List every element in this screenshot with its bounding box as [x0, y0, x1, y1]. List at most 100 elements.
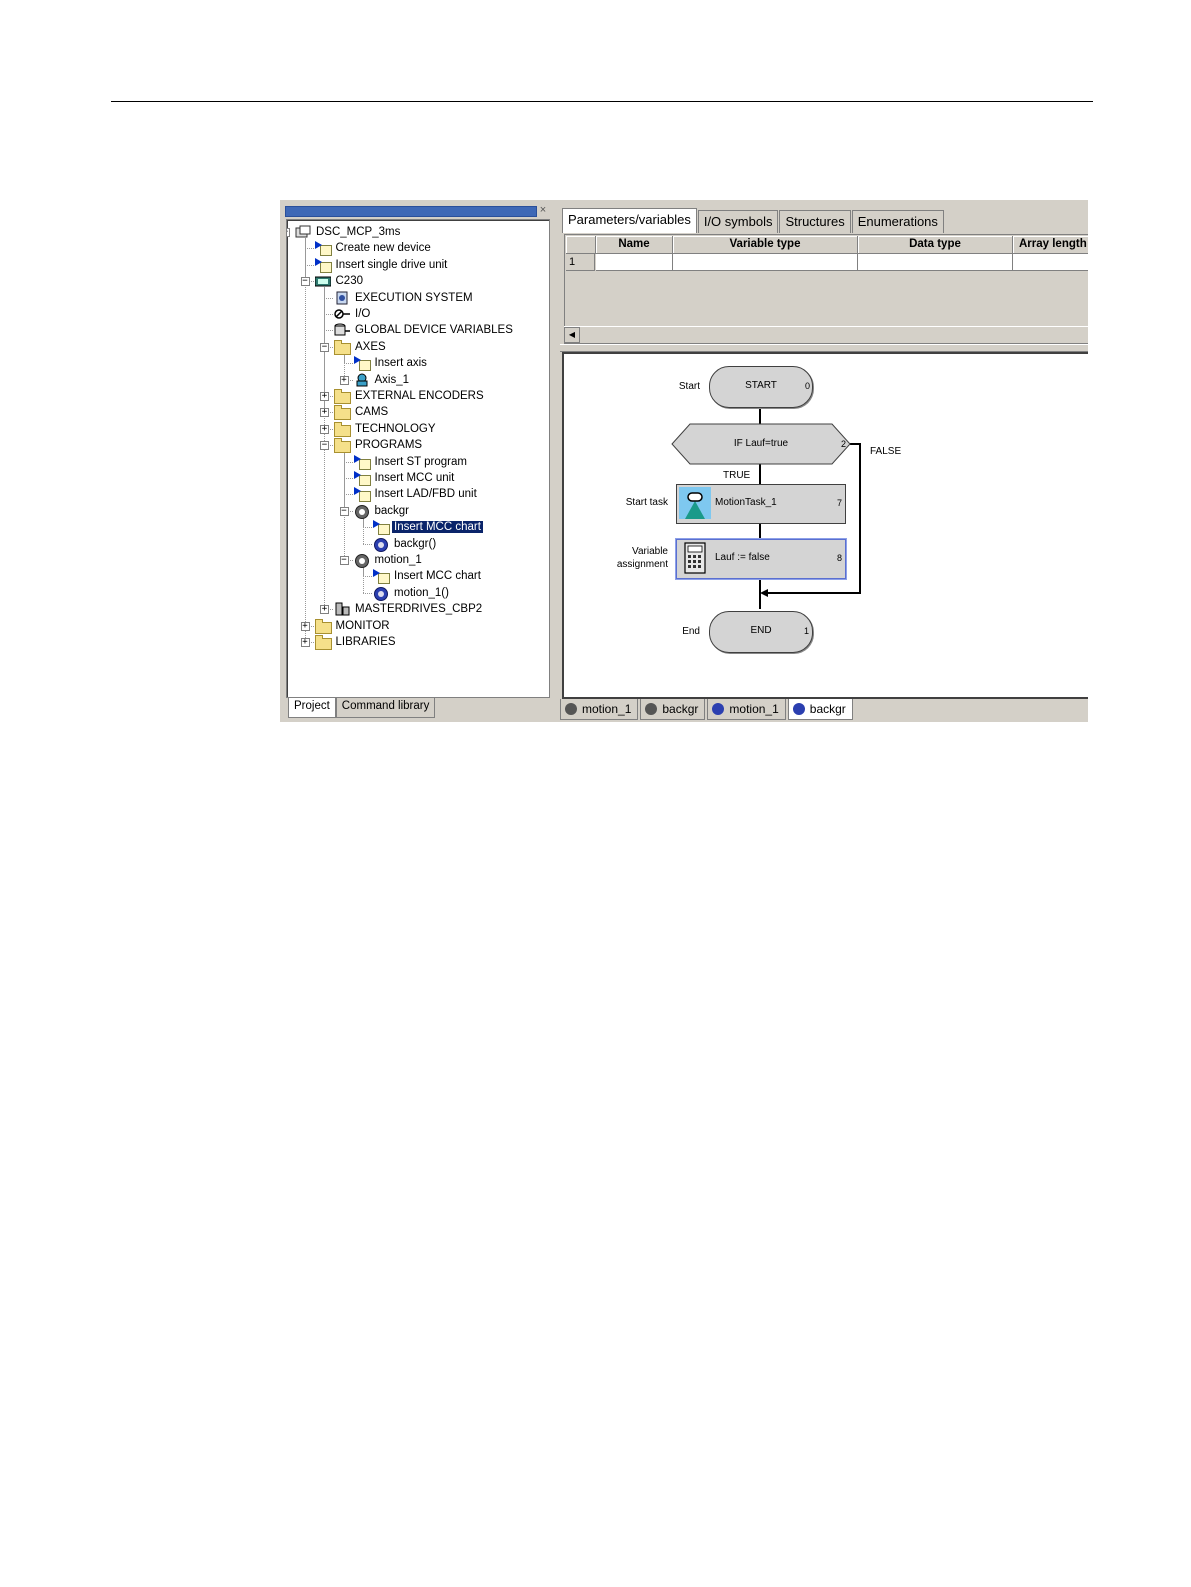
editor-tab-motion-1-unit[interactable]: motion_1 [560, 699, 639, 720]
expand-icon[interactable]: + [339, 374, 349, 385]
drive-icon [334, 602, 350, 616]
tab-parameters-variables[interactable]: Parameters/variables [562, 208, 697, 233]
expand-icon[interactable]: + [320, 423, 329, 434]
tree-item-cams[interactable]: CAMS [334, 404, 390, 421]
collapse-icon[interactable]: − [320, 341, 329, 352]
tree-item-external-encoders[interactable]: EXTERNAL ENCODERS [334, 388, 486, 404]
mcc-unit-icon [645, 703, 658, 715]
tree-connector [363, 527, 372, 529]
tree-item-insert-mcc-unit[interactable]: Insert MCC unit [353, 470, 457, 486]
tab-enumerations[interactable]: Enumerations [851, 210, 944, 233]
cell-variable-type[interactable] [673, 254, 858, 271]
variable-assignment-text: Lauf := false [715, 552, 770, 563]
tree-connector [304, 264, 314, 266]
tab-structures[interactable]: Structures [779, 210, 851, 233]
editor-tab-motion-1-chart[interactable]: motion_1 [707, 699, 786, 720]
editor-tab-label: motion_1 [729, 702, 779, 716]
tab-project[interactable]: Project [288, 698, 336, 718]
tree-item-monitor[interactable]: MONITOR [314, 618, 392, 634]
cell-name[interactable] [596, 254, 673, 271]
tree-item-label: C230 [335, 275, 364, 288]
tree-item-global-device-variables[interactable]: GLOBAL DEVICE VARIABLES [334, 322, 515, 338]
tree-connector [363, 576, 372, 578]
tree-item-dsc-mcp-3ms[interactable]: DSC_MCP_3ms [295, 224, 402, 240]
tree-connector [343, 451, 345, 560]
project-icon [295, 225, 311, 239]
expand-icon[interactable]: + [300, 620, 310, 631]
expand-icon[interactable]: + [300, 637, 310, 647]
start-label: Start [678, 381, 700, 392]
expand-icon[interactable]: + [320, 391, 329, 401]
row-header-corner [566, 236, 596, 254]
cell-data-type[interactable] [858, 254, 1013, 271]
tree-item-backgr[interactable]: backgr() [373, 536, 438, 552]
tab-command-library[interactable]: Command library [335, 698, 436, 718]
tree-item-technology[interactable]: TECHNOLOGY [334, 421, 438, 437]
editor-tab-backgr-chart[interactable]: backgr [787, 699, 853, 720]
tree-item-motion-1[interactable]: motion_1() [373, 585, 451, 601]
tree-item-programs[interactable]: PROGRAMS [334, 437, 424, 454]
tree-item-label: Insert MCC unit [374, 472, 455, 484]
end-block-text: END [750, 625, 772, 636]
tree-item-create-new-device[interactable]: Create new device [314, 240, 433, 257]
collapse-icon[interactable]: − [339, 505, 349, 516]
mcc-chart-icon [373, 586, 389, 601]
expand-icon[interactable]: + [320, 407, 329, 418]
if-block-text[interactable]: IF Lauf=true [733, 438, 789, 449]
navigator-title-bar[interactable] [285, 206, 537, 217]
tree-item-label: Create new device [335, 242, 431, 255]
tree-item-insert-mcc-chart[interactable]: Insert MCC chart [373, 519, 483, 536]
end-block[interactable]: END 1 [709, 611, 813, 653]
tree-connector [343, 461, 353, 463]
tree-item-label: Insert ST program [374, 455, 467, 468]
tab-io-symbols[interactable]: I/O symbols [697, 210, 779, 233]
column-header-data-type[interactable]: Data type [858, 236, 1013, 254]
flowchart-connectors [671, 407, 861, 609]
tree-item-i-o[interactable]: I/O [334, 306, 372, 322]
if-block-number: 2 [841, 439, 847, 449]
start-task-label: Start task [625, 497, 668, 508]
tree-item-insert-lad-fbd-unit[interactable]: Insert LAD/FBD unit [353, 486, 479, 503]
folder-icon [334, 438, 351, 454]
tree-item-axes[interactable]: AXES [334, 339, 388, 355]
scroll-left-icon[interactable]: ◀ [564, 327, 580, 343]
collapse-icon[interactable]: − [287, 228, 290, 237]
pane-splitter[interactable] [560, 344, 1088, 352]
tree-item-masterdrives-cbp2[interactable]: MASTERDRIVES_CBP2 [334, 601, 484, 617]
tree-item-insert-mcc-chart[interactable]: Insert MCC chart [373, 568, 483, 585]
tree-item-insert-axis[interactable]: Insert axis [353, 355, 429, 372]
axis-icon [354, 373, 370, 387]
folder-icon [334, 405, 351, 421]
tree-item-label: I/O [355, 308, 371, 320]
cell-array-length[interactable] [1013, 254, 1088, 271]
collapse-icon[interactable]: − [300, 276, 310, 287]
column-header-name[interactable]: Name [596, 236, 673, 254]
close-icon[interactable]: × [539, 204, 547, 216]
horizontal-scrollbar[interactable]: ◀ [564, 326, 1088, 343]
tree-item-libraries[interactable]: LIBRARIES [314, 634, 398, 650]
collapse-icon[interactable]: − [320, 440, 329, 451]
expand-icon[interactable]: + [320, 604, 329, 615]
tree-item-execution-system[interactable]: EXECUTION SYSTEM [334, 290, 475, 306]
column-header-array-length[interactable]: Array length [1013, 236, 1088, 254]
tree-connector [363, 543, 372, 545]
tree-item-insert-single-drive-unit[interactable]: Insert single drive unit [314, 257, 450, 273]
tree-item-axis-1[interactable]: Axis_1 [354, 372, 412, 388]
tree-item-motion-1[interactable]: motion_1 [354, 552, 424, 568]
start-task-block[interactable]: MotionTask_1 7 [676, 484, 846, 524]
folder-icon [334, 389, 351, 404]
false-branch-label: FALSE [870, 446, 902, 457]
tree-item-insert-st-program[interactable]: Insert ST program [353, 454, 469, 470]
tree-item-backgr[interactable]: backgr [354, 503, 412, 519]
tree-item-c230[interactable]: C230 [314, 273, 366, 289]
column-header-variable-type[interactable]: Variable type [673, 236, 858, 254]
collapse-icon[interactable]: − [339, 555, 349, 565]
tree-connector [343, 478, 353, 479]
mcc-chart-editor: Start START 0 IF Lauf=true 2 TRUE FALSE … [562, 352, 1088, 699]
mcc-chart-icon [373, 537, 389, 552]
start-block[interactable]: START 0 [709, 366, 813, 408]
tree-item-label: Insert axis [374, 357, 427, 370]
variable-assignment-block[interactable]: Lauf := false 8 [676, 539, 846, 579]
editor-tab-backgr-unit[interactable]: backgr [640, 699, 706, 720]
